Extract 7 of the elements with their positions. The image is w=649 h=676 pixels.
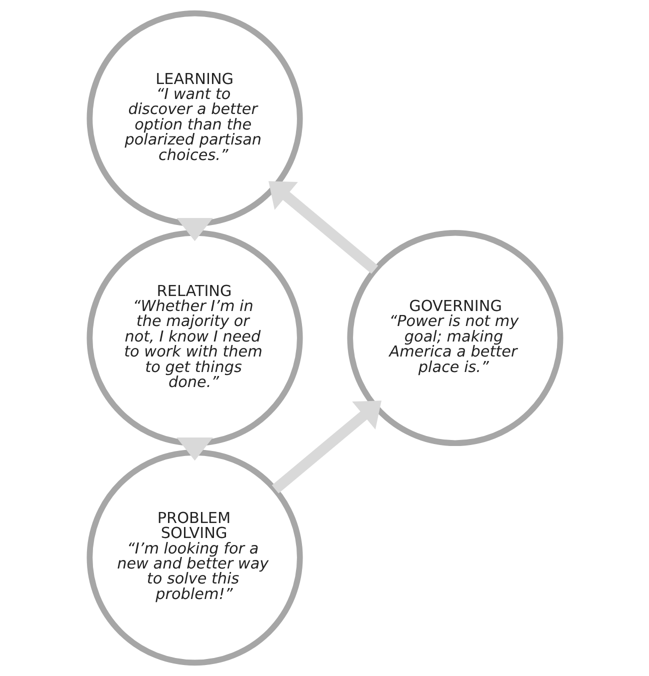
arrow (268, 181, 378, 274)
arrow (271, 400, 381, 494)
node-circle: PROBLEM SOLVING “I’m looking for a new and better way to solve this problem!” (86, 450, 302, 666)
arrow (176, 438, 212, 461)
node-circle: GOVERNING “Power is not my goal; making America a better place is.” (346, 230, 563, 446)
node-circle: RELATING “Whether I’m in the majority or not, I know I need to work with them to get things done.” (86, 230, 302, 446)
arrow (176, 218, 212, 242)
